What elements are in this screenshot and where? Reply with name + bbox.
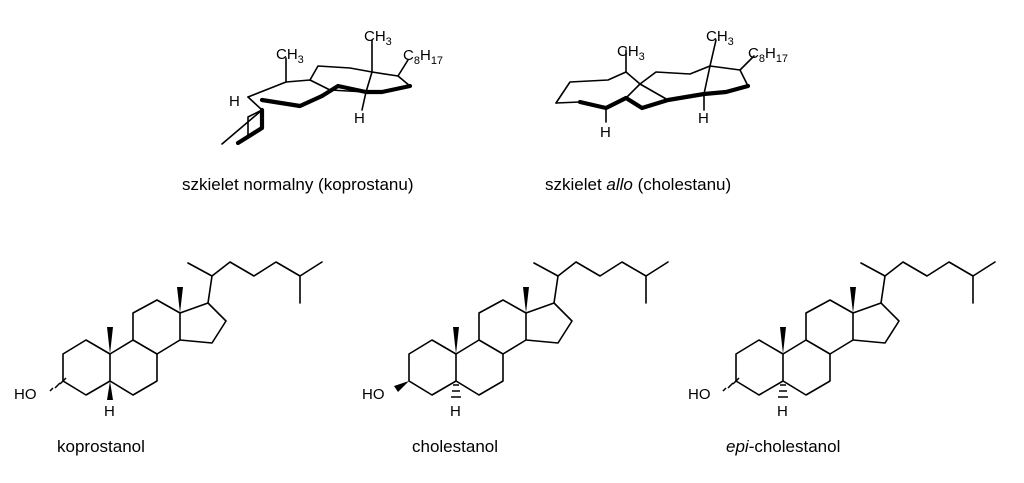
ch3-label: CH3 [364,28,392,48]
ho-label: HO [14,386,37,403]
caption-epi-suffix: -cholestanol [748,437,841,456]
caption-epi-italic: epi [726,437,749,456]
caption-koprostanol: koprostanol [57,437,145,456]
h-label: H [600,124,611,141]
h-label: H [698,110,709,127]
h-label: H [777,403,788,420]
caption-allo-suffix: (cholestanu) [632,175,732,194]
allo-skeleton-perspective: CH3 CH3 C8H17 H H [555,28,788,141]
ho-label: HO [362,386,385,403]
caption-allo-skeleton: szkielet allo (cholestanu) [545,175,731,195]
caption-cholestanol: cholestanol [412,437,499,456]
h-label: H [450,403,461,420]
koprostanol-structure: HO H [14,261,323,420]
ch3-label: CH3 [617,43,645,63]
h-label: H [229,93,240,110]
h-label: H [104,403,115,420]
h-label: H [354,110,365,127]
caption-epi-cholestanol: epi-cholestanol [726,437,840,457]
caption-allo-italic: allo [606,175,633,194]
ho-label: HO [688,386,711,403]
cholestanol-structure: HO H [362,261,669,420]
normal-skeleton-perspective: CH3 CH3 C8H17 H H [221,28,443,146]
epi-cholestanol-structure: HO H [688,261,996,420]
ch3-label: CH3 [706,28,734,48]
caption-allo-prefix: szkielet [545,175,607,194]
caption-normal-skeleton: szkielet normalny (koprostanu) [182,175,414,194]
c8h17-label: C8H17 [403,47,443,67]
c8h17-label: C8H17 [748,45,788,65]
ch3-label: CH3 [276,46,304,66]
